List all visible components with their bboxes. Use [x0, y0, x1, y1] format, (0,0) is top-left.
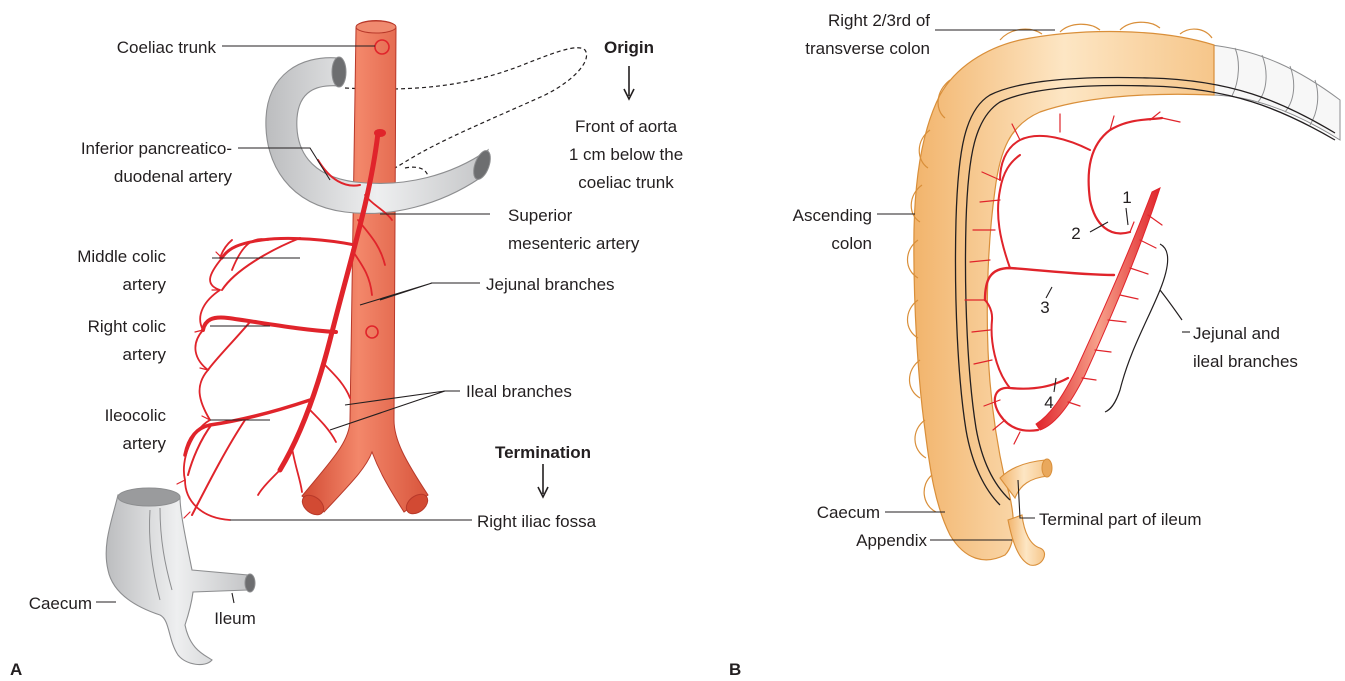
- label-num-2: 2: [1071, 224, 1080, 243]
- bracket-jejunal-ileal: [1105, 244, 1182, 412]
- label-ileocolic-2: artery: [123, 434, 167, 453]
- colon-main: [914, 32, 1214, 560]
- transverse-colon-distal: [1210, 45, 1340, 140]
- panel-a: Coeliac trunk Origin Front of aorta 1 cm…: [10, 21, 683, 680]
- middle-colic-artery: [222, 238, 355, 258]
- heading-termination: Termination: [495, 443, 591, 462]
- ileum-a-opening: [245, 574, 255, 592]
- label-sma-1: Superior: [508, 206, 573, 225]
- label-appendix: Appendix: [856, 531, 927, 550]
- caecum-a-opening: [118, 488, 180, 506]
- right-colic-branch: [208, 322, 250, 370]
- label-caecum-b: Caecum: [817, 503, 880, 522]
- sma-b: [1036, 188, 1160, 430]
- origin-arrow: [624, 66, 634, 99]
- label-caecum-a: Caecum: [29, 594, 92, 613]
- label-jejunal: Jejunal branches: [486, 275, 615, 294]
- label-sma-2: mesenteric artery: [508, 234, 640, 253]
- label-num-3: 3: [1040, 298, 1049, 317]
- label-ascending-1: Ascending: [793, 206, 872, 225]
- label-coeliac-trunk: Coeliac trunk: [117, 38, 217, 57]
- terminal-ileum-b-opening: [1042, 459, 1052, 477]
- arcade-right-colic: [985, 268, 1114, 300]
- origin-desc-1: Front of aorta: [575, 117, 678, 136]
- label-right-colic-2: artery: [123, 345, 167, 364]
- label-right-colic-1: Right colic: [88, 317, 167, 336]
- termination-arrow: [538, 464, 548, 497]
- arcade-middle-colic-left: [1000, 136, 1090, 180]
- label-ileum-a: Ileum: [214, 609, 256, 628]
- label-jejunal-ileal-1: Jejunal and: [1193, 324, 1280, 343]
- label-num-4: 4: [1044, 393, 1053, 412]
- panel-b: Right 2/3rd of transverse colon Ascendin…: [729, 11, 1340, 679]
- label-transverse-2: transverse colon: [805, 39, 930, 58]
- label-right-iliac-fossa: Right iliac fossa: [477, 512, 597, 531]
- ileal-branch-1: [325, 365, 350, 398]
- leader-ileum-a: [232, 593, 234, 603]
- ileocolic-branch: [188, 420, 245, 515]
- mesocolic-line-inner: [965, 86, 1335, 500]
- right-colic-artery: [203, 318, 336, 333]
- label-middle-colic-2: artery: [123, 275, 167, 294]
- aorta: [302, 21, 428, 513]
- label-ileocolic-1: Ileocolic: [105, 406, 167, 425]
- aorta-top-opening: [356, 21, 396, 33]
- label-jejunal-ileal-2: ileal branches: [1193, 352, 1298, 371]
- duodenum-upper-opening: [332, 57, 346, 87]
- marginal-arcade: [184, 258, 230, 520]
- origin-desc-2: 1 cm below the: [569, 145, 683, 164]
- arcade-middle-colic: [1089, 118, 1162, 233]
- label-inferior-pd-1: Inferior pancreatico-: [81, 139, 232, 158]
- ileal-branch-2: [310, 410, 336, 442]
- mesocolic-line-outer: [955, 78, 1335, 505]
- leader-num-3: [1046, 287, 1052, 298]
- label-inferior-pd-2: duodenal artery: [114, 167, 233, 186]
- label-middle-colic-1: Middle colic: [77, 247, 166, 266]
- label-ascending-2: colon: [831, 234, 872, 253]
- panel-label-b: B: [729, 660, 741, 679]
- sma-origin: [374, 129, 386, 137]
- panel-label-a: A: [10, 660, 22, 679]
- leader-num-1: [1126, 208, 1128, 225]
- label-transverse-1: Right 2/3rd of: [828, 11, 930, 30]
- label-num-1: 1: [1122, 188, 1131, 207]
- label-ileal: Ileal branches: [466, 382, 572, 401]
- heading-origin: Origin: [604, 38, 654, 57]
- label-terminal-ileum: Terminal part of ileum: [1039, 510, 1202, 529]
- origin-desc-3: coeliac trunk: [578, 173, 674, 192]
